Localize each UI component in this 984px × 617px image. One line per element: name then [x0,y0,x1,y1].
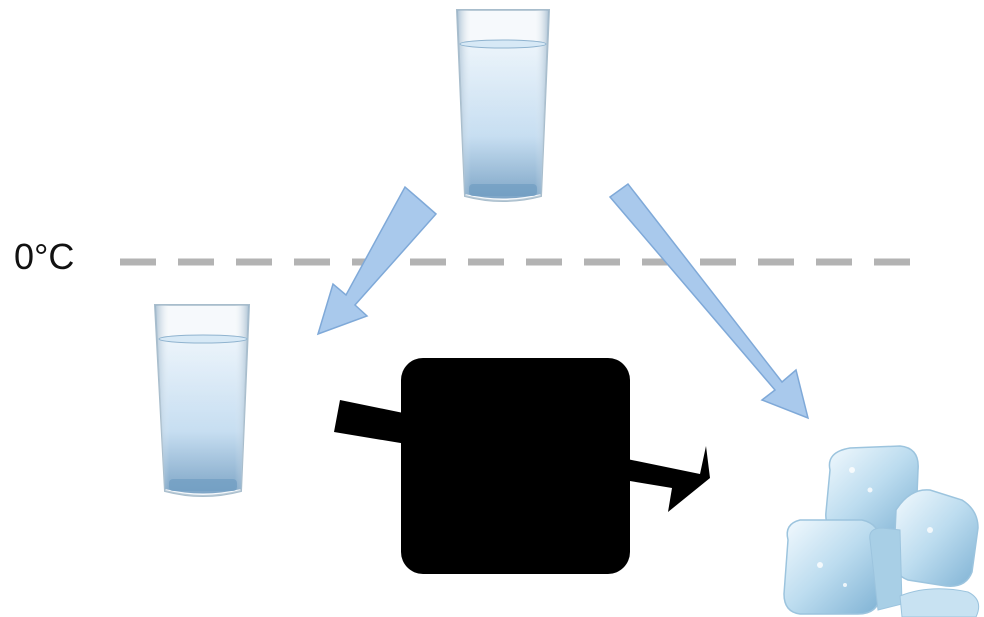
ice-cubes-icon [784,446,979,617]
arrow-to-ice [610,184,808,418]
left-water-glass-icon [155,305,249,496]
black-box [401,358,630,574]
top-water-glass-icon [457,10,549,201]
temperature-label: 0°C [14,236,74,278]
